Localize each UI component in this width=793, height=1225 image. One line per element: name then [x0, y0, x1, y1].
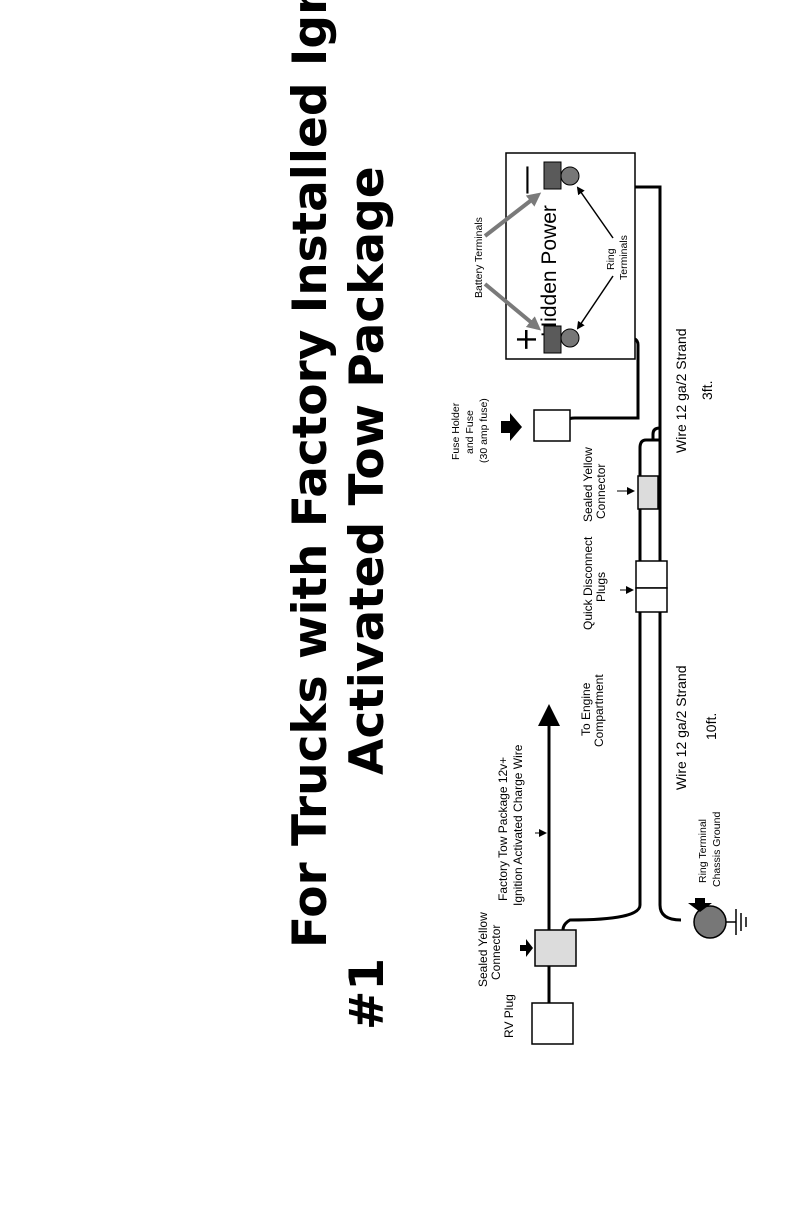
title-line1: For Trucks with Factory Installed Igniti…: [283, 0, 338, 948]
ring-ground-label-2: Chassis Ground: [711, 812, 723, 887]
wire-3ft-label-1: Wire 12 ga/2 Strand: [673, 328, 689, 453]
sealed-connector-right-label-1: Sealed Yellow: [581, 447, 595, 522]
ring-ground-label-1: Ring Terminal: [697, 819, 709, 883]
minus-terminal-symbol: —: [509, 165, 544, 195]
sealed-connector-left-label-2: Connector: [489, 925, 503, 980]
rv-plug-label: RV Plug: [502, 994, 516, 1038]
positive-battery-terminal: [543, 325, 562, 354]
rv-plug-box: [531, 1002, 574, 1045]
quick-disconnect-label-1: Quick Disconnect: [581, 536, 595, 630]
sealed-connector-left-label-1: Sealed Yellow: [476, 912, 490, 987]
title-group: #1 For Trucks with Factory Installed Ign…: [283, 0, 395, 1030]
fuse-label-3: (30 amp fuse): [478, 398, 490, 463]
ground-arrow: [688, 898, 712, 912]
factory-wire-label-1: Factory Tow Package 12v+: [496, 757, 510, 901]
ring-terminal-arrow-positive: [576, 275, 614, 330]
quick-disconnect-plug-1: [635, 560, 668, 589]
wire-10ft-label-2: 10ft.: [703, 713, 719, 740]
fuse-holder-box: [533, 409, 571, 442]
negative-battery-terminal: [543, 161, 562, 190]
engine-label-2: Compartment: [592, 674, 606, 747]
plus-terminal-symbol: +: [509, 327, 544, 352]
fuse-arrow: [501, 413, 522, 441]
title-line2: Activated Tow Package: [340, 166, 395, 775]
battery-terminal-arrow-positive: [483, 282, 542, 331]
battery-terminals-label: Battery Terminals: [473, 217, 485, 298]
quick-disconnect-plug-2: [635, 587, 668, 613]
engine-label-1: To Engine: [579, 682, 593, 736]
ring-terminals-label-1: Ring: [605, 248, 617, 270]
positive-ring-terminal: [560, 328, 580, 348]
battery-terminal-arrow-negative: [483, 192, 542, 238]
fuse-label-2: and Fuse: [464, 410, 476, 454]
quick-disconnect-label-2: Plugs: [594, 572, 608, 602]
wire-3ft-label-2: 3ft.: [699, 381, 715, 400]
sealed-connector-right: [637, 475, 659, 510]
wire-10ft-label-1: Wire 12 ga/2 Strand: [673, 665, 689, 790]
ground-symbol: [726, 909, 747, 935]
fuse-label-1: Fuse Holder: [450, 402, 462, 460]
factory-wire-label-2: Ignition Activated Charge Wire: [511, 744, 525, 906]
negative-ring-terminal: [560, 166, 580, 186]
wire-charge-left: [561, 438, 660, 931]
sealed-connector-left: [534, 929, 577, 967]
connector-left-arrow: [520, 939, 533, 957]
hidden-power-label: Hidden Power: [538, 205, 561, 337]
ring-terminal-arrow-negative: [576, 186, 614, 239]
ring-terminals-label-2: Terminals: [618, 235, 630, 280]
title-number: #1: [340, 958, 395, 1030]
sealed-connector-right-label-2: Connector: [594, 464, 608, 519]
